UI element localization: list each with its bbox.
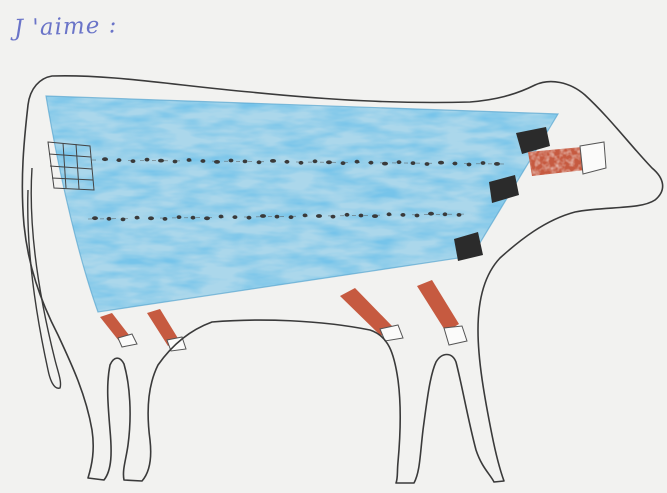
dot <box>382 162 388 166</box>
white-box <box>580 142 606 174</box>
dot <box>145 158 150 162</box>
dot <box>201 159 206 163</box>
red-leg <box>417 280 459 332</box>
dot <box>397 160 402 164</box>
dot <box>481 161 486 165</box>
dot <box>204 216 210 220</box>
dot <box>415 214 420 218</box>
dot <box>387 212 392 216</box>
dot <box>289 215 294 219</box>
dot <box>191 216 196 220</box>
dot <box>117 158 122 162</box>
dot <box>359 214 364 218</box>
dot <box>345 213 350 217</box>
dot <box>107 217 112 221</box>
dot <box>148 216 154 220</box>
cow-tail <box>28 168 61 388</box>
dot <box>163 217 168 221</box>
dot <box>457 213 462 217</box>
dot <box>270 159 276 163</box>
dot <box>187 158 192 162</box>
dot <box>341 161 346 165</box>
dot <box>131 159 136 163</box>
dot <box>303 214 308 218</box>
dot <box>233 215 238 219</box>
dot <box>369 161 374 165</box>
dot <box>135 216 140 220</box>
dot <box>121 218 126 222</box>
white-box <box>444 326 467 345</box>
dot <box>326 160 332 164</box>
blue-body-panel <box>46 96 558 312</box>
dot <box>102 157 108 161</box>
dot <box>453 162 458 166</box>
dot <box>257 160 262 164</box>
dot <box>438 161 444 165</box>
dot <box>299 161 304 165</box>
dot <box>313 159 318 163</box>
dot <box>275 215 280 219</box>
dot <box>247 216 252 220</box>
dot <box>467 163 472 167</box>
dot <box>243 160 248 164</box>
dot <box>372 214 378 218</box>
dot <box>316 214 322 218</box>
dot <box>401 213 406 217</box>
dot <box>177 215 182 219</box>
dot <box>158 159 164 163</box>
dot <box>494 162 500 166</box>
dot <box>285 160 290 164</box>
dot <box>219 215 224 219</box>
dot <box>229 159 234 163</box>
dot <box>355 160 360 164</box>
dot <box>425 162 430 166</box>
dot <box>260 214 266 218</box>
dot <box>92 216 98 220</box>
dot <box>214 160 220 164</box>
dot <box>331 215 336 219</box>
dot <box>173 160 178 164</box>
dot <box>443 212 448 216</box>
dot <box>428 212 434 216</box>
dot <box>411 161 416 165</box>
